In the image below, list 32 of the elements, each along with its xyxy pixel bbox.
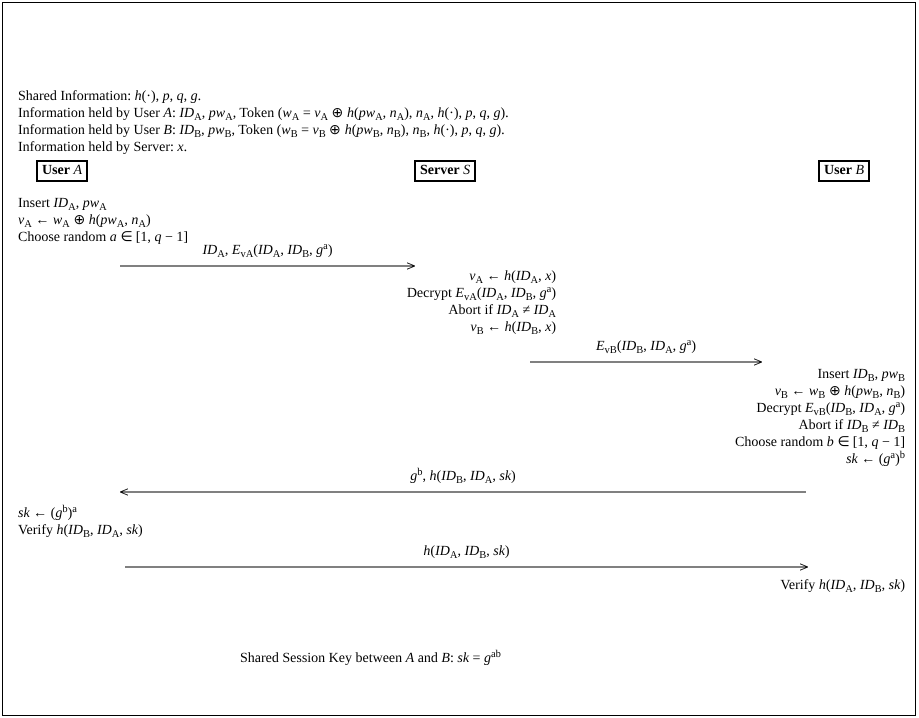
protocol-step: sk ← (g$^{b}$)$^{a}$ (18, 505, 77, 522)
info-line: Information held by Server: x. (18, 139, 188, 156)
protocol-step: Verify h(ID$_{B}$, ID$_{A}$, sk) (18, 522, 143, 539)
session-key-note: Shared Session Key between A and B: sk = g$^{ab}$ (240, 650, 501, 667)
protocol-step: Insert ID$_{B}$, pw$_{B}$ (817, 366, 905, 383)
protocol-step: Decrypt E$_{vA}$(ID$_{A}$, ID$_{B}$, g$^{a}$) (406, 285, 556, 302)
protocol-step: v$_{A}$ ← h(ID$_{A}$, x) (469, 268, 556, 285)
participant-box: User B (818, 160, 870, 182)
message-label: ID$_{A}$, E$_{vA}$(ID$_{A}$, ID$_{B}$, g$^{a}$) (202, 242, 332, 259)
message-label: g$^{b}$, h(ID$_{B}$, ID$_{A}$, sk) (410, 468, 516, 485)
protocol-step: v$_{B}$ ← w$_{B}$ ⊕ h(pw$_{B}$, n$_{B}$) (774, 383, 905, 400)
protocol-step: Verify h(ID$_{A}$, ID$_{B}$, sk) (780, 577, 905, 594)
participant-box: User A (36, 160, 88, 182)
message-label: h(ID$_{A}$, ID$_{B}$, sk) (423, 543, 510, 560)
protocol-step: Abort if ID$_{B}$ ≠ ID$_{B}$ (798, 417, 905, 434)
message-label: E$_{vB}$(ID$_{B}$, ID$_{A}$, g$^{a}$) (596, 338, 696, 355)
message-arrow (124, 563, 808, 571)
protocol-step: Choose random b ∈ [1, q − 1] (735, 434, 905, 451)
participant-box: Server S (414, 160, 476, 182)
protocol-step: Choose random a ∈ [1, q − 1] (18, 229, 188, 246)
protocol-step: v$_{B}$ ← h(ID$_{B}$, x) (470, 319, 556, 336)
protocol-step: Abort if ID$_{A}$ ≠ ID$_{A}$ (448, 302, 556, 319)
info-line: Information held by User B: ID$_{B}$, pw$_{B}$, Token (w$_{B}$ = v$_{B}$ ⊕ h(pw$_{B}$, n$_{B}$), n$_{B}$, h(·), p, q, g). (18, 122, 506, 139)
info-line: Information held by User A: ID$_{A}$, pw$_{A}$, Token (w$_{A}$ = v$_{A}$ ⊕ h(pw$_{A}$, n$_{A}$), n$_{A}$, h(·), p, q, g). (18, 105, 509, 122)
message-arrow (120, 262, 416, 270)
protocol-step: Decrypt E$_{vB}$(ID$_{B}$, ID$_{A}$, g$^{a}$) (756, 400, 905, 417)
protocol-step: v$_{A}$ ← w$_{A}$ ⊕ h(pw$_{A}$, n$_{A}$) (18, 212, 151, 229)
message-arrow (530, 358, 762, 366)
message-arrow (120, 488, 806, 496)
protocol-step: sk ← (g$^{a}$)$^{b}$ (846, 451, 905, 468)
info-line: Shared Information: h(·), p, q, g. (18, 88, 202, 105)
protocol-step: Insert ID$_{A}$, pw$_{A}$ (18, 195, 107, 212)
